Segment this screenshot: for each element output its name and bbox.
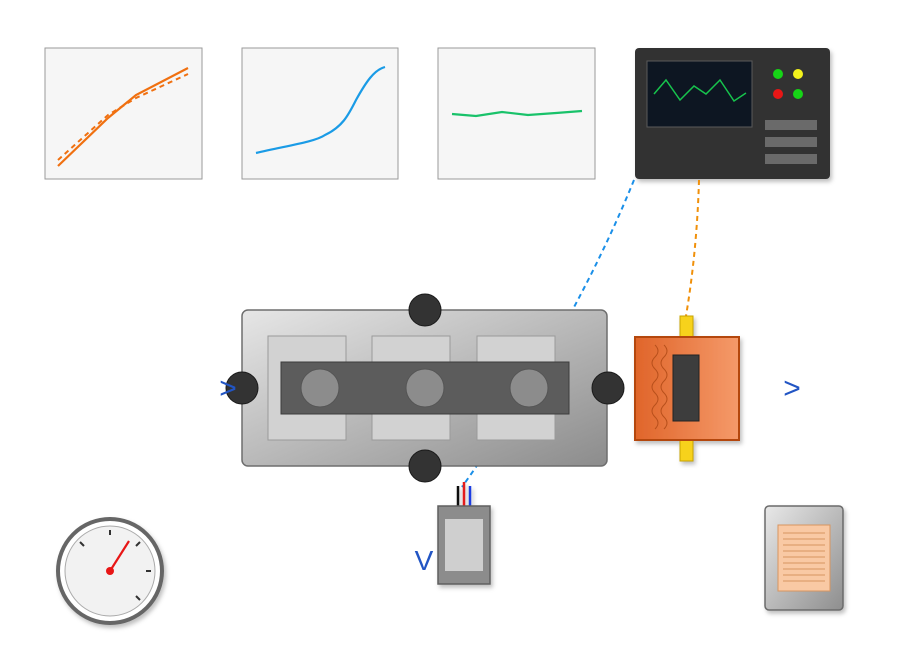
resistor-coil-right bbox=[660, 344, 668, 430]
signal-line-scope-to-resistor[interactable] bbox=[685, 179, 700, 317]
scope-control-1[interactable] bbox=[765, 120, 817, 130]
gauge-icon[interactable] bbox=[56, 517, 164, 625]
plot-panel-1-frame bbox=[44, 47, 203, 180]
outlet-port-marker: > bbox=[783, 372, 801, 405]
plot-2-curve bbox=[255, 65, 386, 155]
gauge-needle bbox=[109, 540, 130, 572]
led-green-1 bbox=[773, 69, 783, 79]
sensor-input-marker: V bbox=[415, 545, 434, 576]
scope-trace bbox=[653, 78, 747, 103]
plot-1-dashed-curve bbox=[57, 73, 189, 161]
plot-panel-1[interactable] bbox=[44, 47, 203, 180]
dual-curve-plot-icon bbox=[57, 67, 189, 167]
resistor-core bbox=[672, 354, 700, 422]
inlet-port-marker: > bbox=[219, 372, 237, 405]
gauge-hub bbox=[106, 567, 114, 575]
document-icon[interactable] bbox=[764, 505, 844, 611]
motor-port-right[interactable] bbox=[591, 371, 625, 405]
linear-motor-icon[interactable] bbox=[225, 293, 625, 483]
plot-panel-3[interactable] bbox=[437, 47, 596, 180]
scope-control-3[interactable] bbox=[765, 154, 817, 164]
sensor-icon[interactable] bbox=[437, 482, 491, 585]
document-page bbox=[777, 524, 831, 592]
motor-roller-2 bbox=[405, 368, 445, 408]
motor-port-bottom[interactable] bbox=[408, 449, 442, 483]
plot-panel-2[interactable] bbox=[241, 47, 399, 180]
plot-panel-2-frame bbox=[241, 47, 399, 180]
motor-port-left[interactable] bbox=[225, 371, 259, 405]
document-lines bbox=[783, 532, 825, 582]
motor-port-top[interactable] bbox=[408, 293, 442, 327]
gauge-ticks bbox=[79, 530, 151, 601]
plot-3-curve bbox=[451, 109, 583, 118]
resistor-coil-left bbox=[651, 344, 659, 430]
sensor-window bbox=[445, 519, 483, 571]
scope-control-2[interactable] bbox=[765, 137, 817, 147]
resistor-icon[interactable] bbox=[634, 315, 740, 462]
resistor-terminal-top[interactable] bbox=[679, 315, 694, 339]
motor-roller-1 bbox=[300, 368, 340, 408]
led-red bbox=[773, 89, 783, 99]
motor-roller-3 bbox=[509, 368, 549, 408]
flat-line-plot-icon bbox=[451, 109, 583, 118]
oscilloscope-icon[interactable] bbox=[635, 48, 830, 179]
resistor-terminal-bottom[interactable] bbox=[679, 438, 694, 462]
s-curve-plot-icon bbox=[255, 65, 386, 155]
led-green-2 bbox=[793, 89, 803, 99]
led-yellow bbox=[793, 69, 803, 79]
scope-screen bbox=[646, 60, 753, 128]
